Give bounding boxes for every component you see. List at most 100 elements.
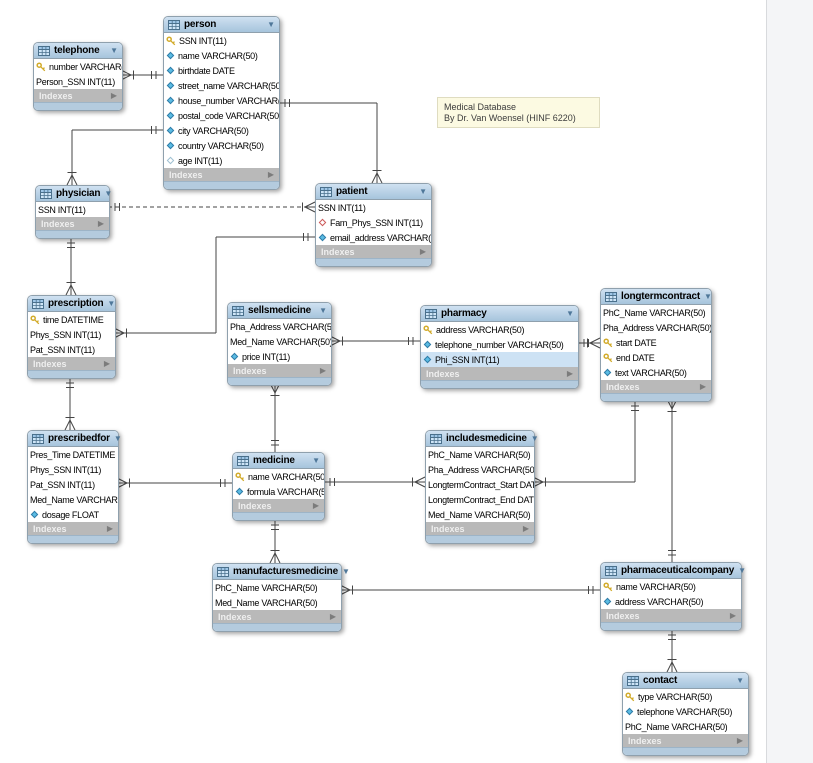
relationship-physician-patient[interactable]: [108, 201, 316, 213]
column-row[interactable]: Med_Name VARCHAR(50): [28, 492, 118, 507]
indexes-expand-arrow-icon[interactable]: ▶: [97, 218, 104, 228]
indexes-bar[interactable]: Indexes▶: [34, 89, 122, 102]
indexes-bar[interactable]: Indexes▶: [28, 522, 118, 535]
column-row[interactable]: Pha_Address VARCHAR(50): [228, 319, 331, 334]
table-medicine[interactable]: medicine▼name VARCHAR(50)formula VARCHAR…: [232, 452, 325, 521]
column-row[interactable]: address VARCHAR(50): [421, 322, 578, 337]
collapse-chevron-icon[interactable]: ▼: [104, 188, 113, 198]
diagram-note[interactable]: Medical Database By Dr. Van Woensel (HIN…: [437, 97, 600, 128]
relationship-pharmacy-longtermcontract[interactable]: [577, 337, 601, 349]
indexes-bar[interactable]: Indexes▶: [623, 734, 748, 747]
indexes-expand-arrow-icon[interactable]: ▶: [736, 735, 743, 745]
indexes-bar[interactable]: Indexes▶: [426, 522, 534, 535]
relationship-manufacturesmedicine-pharmaceuticalcompany[interactable]: [339, 584, 600, 596]
relationship-sellsmedicine-pharmacy[interactable]: [329, 335, 420, 347]
column-row[interactable]: formula VARCHAR(50): [233, 484, 324, 499]
column-row[interactable]: country VARCHAR(50): [164, 138, 279, 153]
table-contact[interactable]: contact▼type VARCHAR(50)telephone VARCHA…: [622, 672, 749, 756]
indexes-bar[interactable]: Indexes▶: [421, 367, 578, 380]
collapse-chevron-icon[interactable]: ▼: [736, 675, 744, 685]
table-header[interactable]: medicine▼: [233, 453, 324, 469]
relationship-pharmaceuticalcompany-contact[interactable]: [666, 628, 678, 673]
indexes-expand-arrow-icon[interactable]: ▶: [110, 90, 117, 100]
column-row[interactable]: SSN INT(11): [164, 33, 279, 48]
column-row[interactable]: number VARCHAR(50): [34, 59, 122, 74]
collapse-chevron-icon[interactable]: ▼: [267, 19, 275, 29]
table-header[interactable]: pharmacy▼: [421, 306, 578, 322]
table-header[interactable]: longtermcontract▼: [601, 289, 712, 305]
relationship-prescribedfor-medicine[interactable]: [116, 477, 232, 489]
table-header[interactable]: prescribedfor▼: [28, 431, 122, 447]
indexes-bar[interactable]: Indexes▶: [228, 364, 331, 377]
column-row[interactable]: Med_Name VARCHAR(50): [426, 507, 534, 522]
column-row[interactable]: type VARCHAR(50): [623, 689, 748, 704]
column-row[interactable]: age INT(11): [164, 153, 279, 168]
table-pharmacy[interactable]: pharmacy▼address VARCHAR(50)telephone_nu…: [420, 305, 579, 389]
collapse-chevron-icon[interactable]: ▼: [312, 455, 320, 465]
column-row[interactable]: house_number VARCHAR(20): [164, 93, 279, 108]
column-row[interactable]: LongtermContract_Start DATE: [426, 477, 534, 492]
table-pharmaceuticalcompany[interactable]: pharmaceuticalcompany▼name VARCHAR(50)ad…: [600, 562, 746, 631]
collapse-chevron-icon[interactable]: ▼: [107, 298, 116, 308]
column-row[interactable]: name VARCHAR(50): [164, 48, 279, 63]
indexes-bar[interactable]: Indexes▶: [601, 609, 741, 622]
collapse-chevron-icon[interactable]: ▼: [113, 433, 122, 443]
column-row[interactable]: name VARCHAR(50): [601, 579, 741, 594]
indexes-expand-arrow-icon[interactable]: ▶: [419, 246, 426, 256]
indexes-expand-arrow-icon[interactable]: ▶: [729, 610, 736, 620]
table-physician[interactable]: physician▼SSN INT(11)Indexes▶: [35, 185, 113, 239]
table-header[interactable]: sellsmedicine▼: [228, 303, 331, 319]
collapse-chevron-icon[interactable]: ▼: [530, 433, 539, 443]
indexes-expand-arrow-icon[interactable]: ▶: [522, 523, 529, 533]
column-row[interactable]: SSN INT(11): [36, 202, 109, 217]
relationship-includesmedicine-longtermcontract[interactable]: [532, 399, 639, 488]
column-row[interactable]: email_address VARCHAR(50): [316, 230, 431, 245]
column-row[interactable]: PhC_Name VARCHAR(50): [601, 305, 711, 320]
column-row[interactable]: birthdate DATE: [164, 63, 279, 78]
column-row[interactable]: postal_code VARCHAR(50): [164, 108, 279, 123]
column-row[interactable]: end DATE: [601, 350, 711, 365]
indexes-expand-arrow-icon[interactable]: ▶: [329, 611, 336, 621]
relationship-person-patient[interactable]: [278, 99, 383, 184]
relationship-medicine-includesmedicine[interactable]: [323, 476, 426, 488]
collapse-chevron-icon[interactable]: ▼: [704, 291, 712, 301]
column-row[interactable]: PhC_Name VARCHAR(50): [426, 447, 534, 462]
collapse-chevron-icon[interactable]: ▼: [110, 45, 118, 55]
column-row[interactable]: telephone_number VARCHAR(50): [421, 337, 578, 352]
relationship-telephone-person[interactable]: [120, 69, 163, 81]
column-row[interactable]: Pha_Address VARCHAR(50): [601, 320, 711, 335]
column-row[interactable]: SSN INT(11): [316, 200, 431, 215]
indexes-expand-arrow-icon[interactable]: ▶: [267, 169, 274, 179]
column-row[interactable]: Fam_Phys_SSN INT(11): [316, 215, 431, 230]
table-telephone[interactable]: telephone▼number VARCHAR(50)Person_SSN I…: [33, 42, 123, 111]
column-row[interactable]: Pat_SSN INT(11): [28, 477, 118, 492]
collapse-chevron-icon[interactable]: ▼: [341, 566, 350, 576]
table-includesmedicine[interactable]: includesmedicine▼PhC_Name VARCHAR(50)Pha…: [425, 430, 539, 544]
column-row[interactable]: city VARCHAR(50): [164, 123, 279, 138]
collapse-chevron-icon[interactable]: ▼: [419, 186, 427, 196]
table-header[interactable]: manufacturesmedicine▼: [213, 564, 350, 580]
relationship-person-physician[interactable]: [66, 126, 163, 186]
table-header[interactable]: contact▼: [623, 673, 748, 689]
indexes-expand-arrow-icon[interactable]: ▶: [312, 500, 319, 510]
table-header[interactable]: person▼: [164, 17, 279, 33]
indexes-bar[interactable]: Indexes▶: [601, 380, 711, 393]
column-row[interactable]: text VARCHAR(50): [601, 365, 711, 380]
column-row[interactable]: Person_SSN INT(11): [34, 74, 122, 89]
table-patient[interactable]: patient▼SSN INT(11)Fam_Phys_SSN INT(11)e…: [315, 183, 432, 267]
table-header[interactable]: telephone▼: [34, 43, 122, 59]
table-header[interactable]: patient▼: [316, 184, 431, 200]
relationship-physician-prescription[interactable]: [65, 236, 77, 296]
relationship-medicine-manufacturesmedicine[interactable]: [269, 518, 281, 564]
relationship-sellsmedicine-medicine[interactable]: [269, 382, 281, 452]
column-row[interactable]: price INT(11): [228, 349, 331, 364]
collapse-chevron-icon[interactable]: ▼: [566, 308, 574, 318]
table-header[interactable]: physician▼: [36, 186, 113, 202]
column-row[interactable]: address VARCHAR(50): [601, 594, 741, 609]
indexes-bar[interactable]: Indexes▶: [164, 168, 279, 181]
column-row[interactable]: Med_Name VARCHAR(50): [213, 595, 341, 610]
table-header[interactable]: pharmaceuticalcompany▼: [601, 563, 746, 579]
relationship-prescription-prescribedfor[interactable]: [64, 376, 76, 431]
